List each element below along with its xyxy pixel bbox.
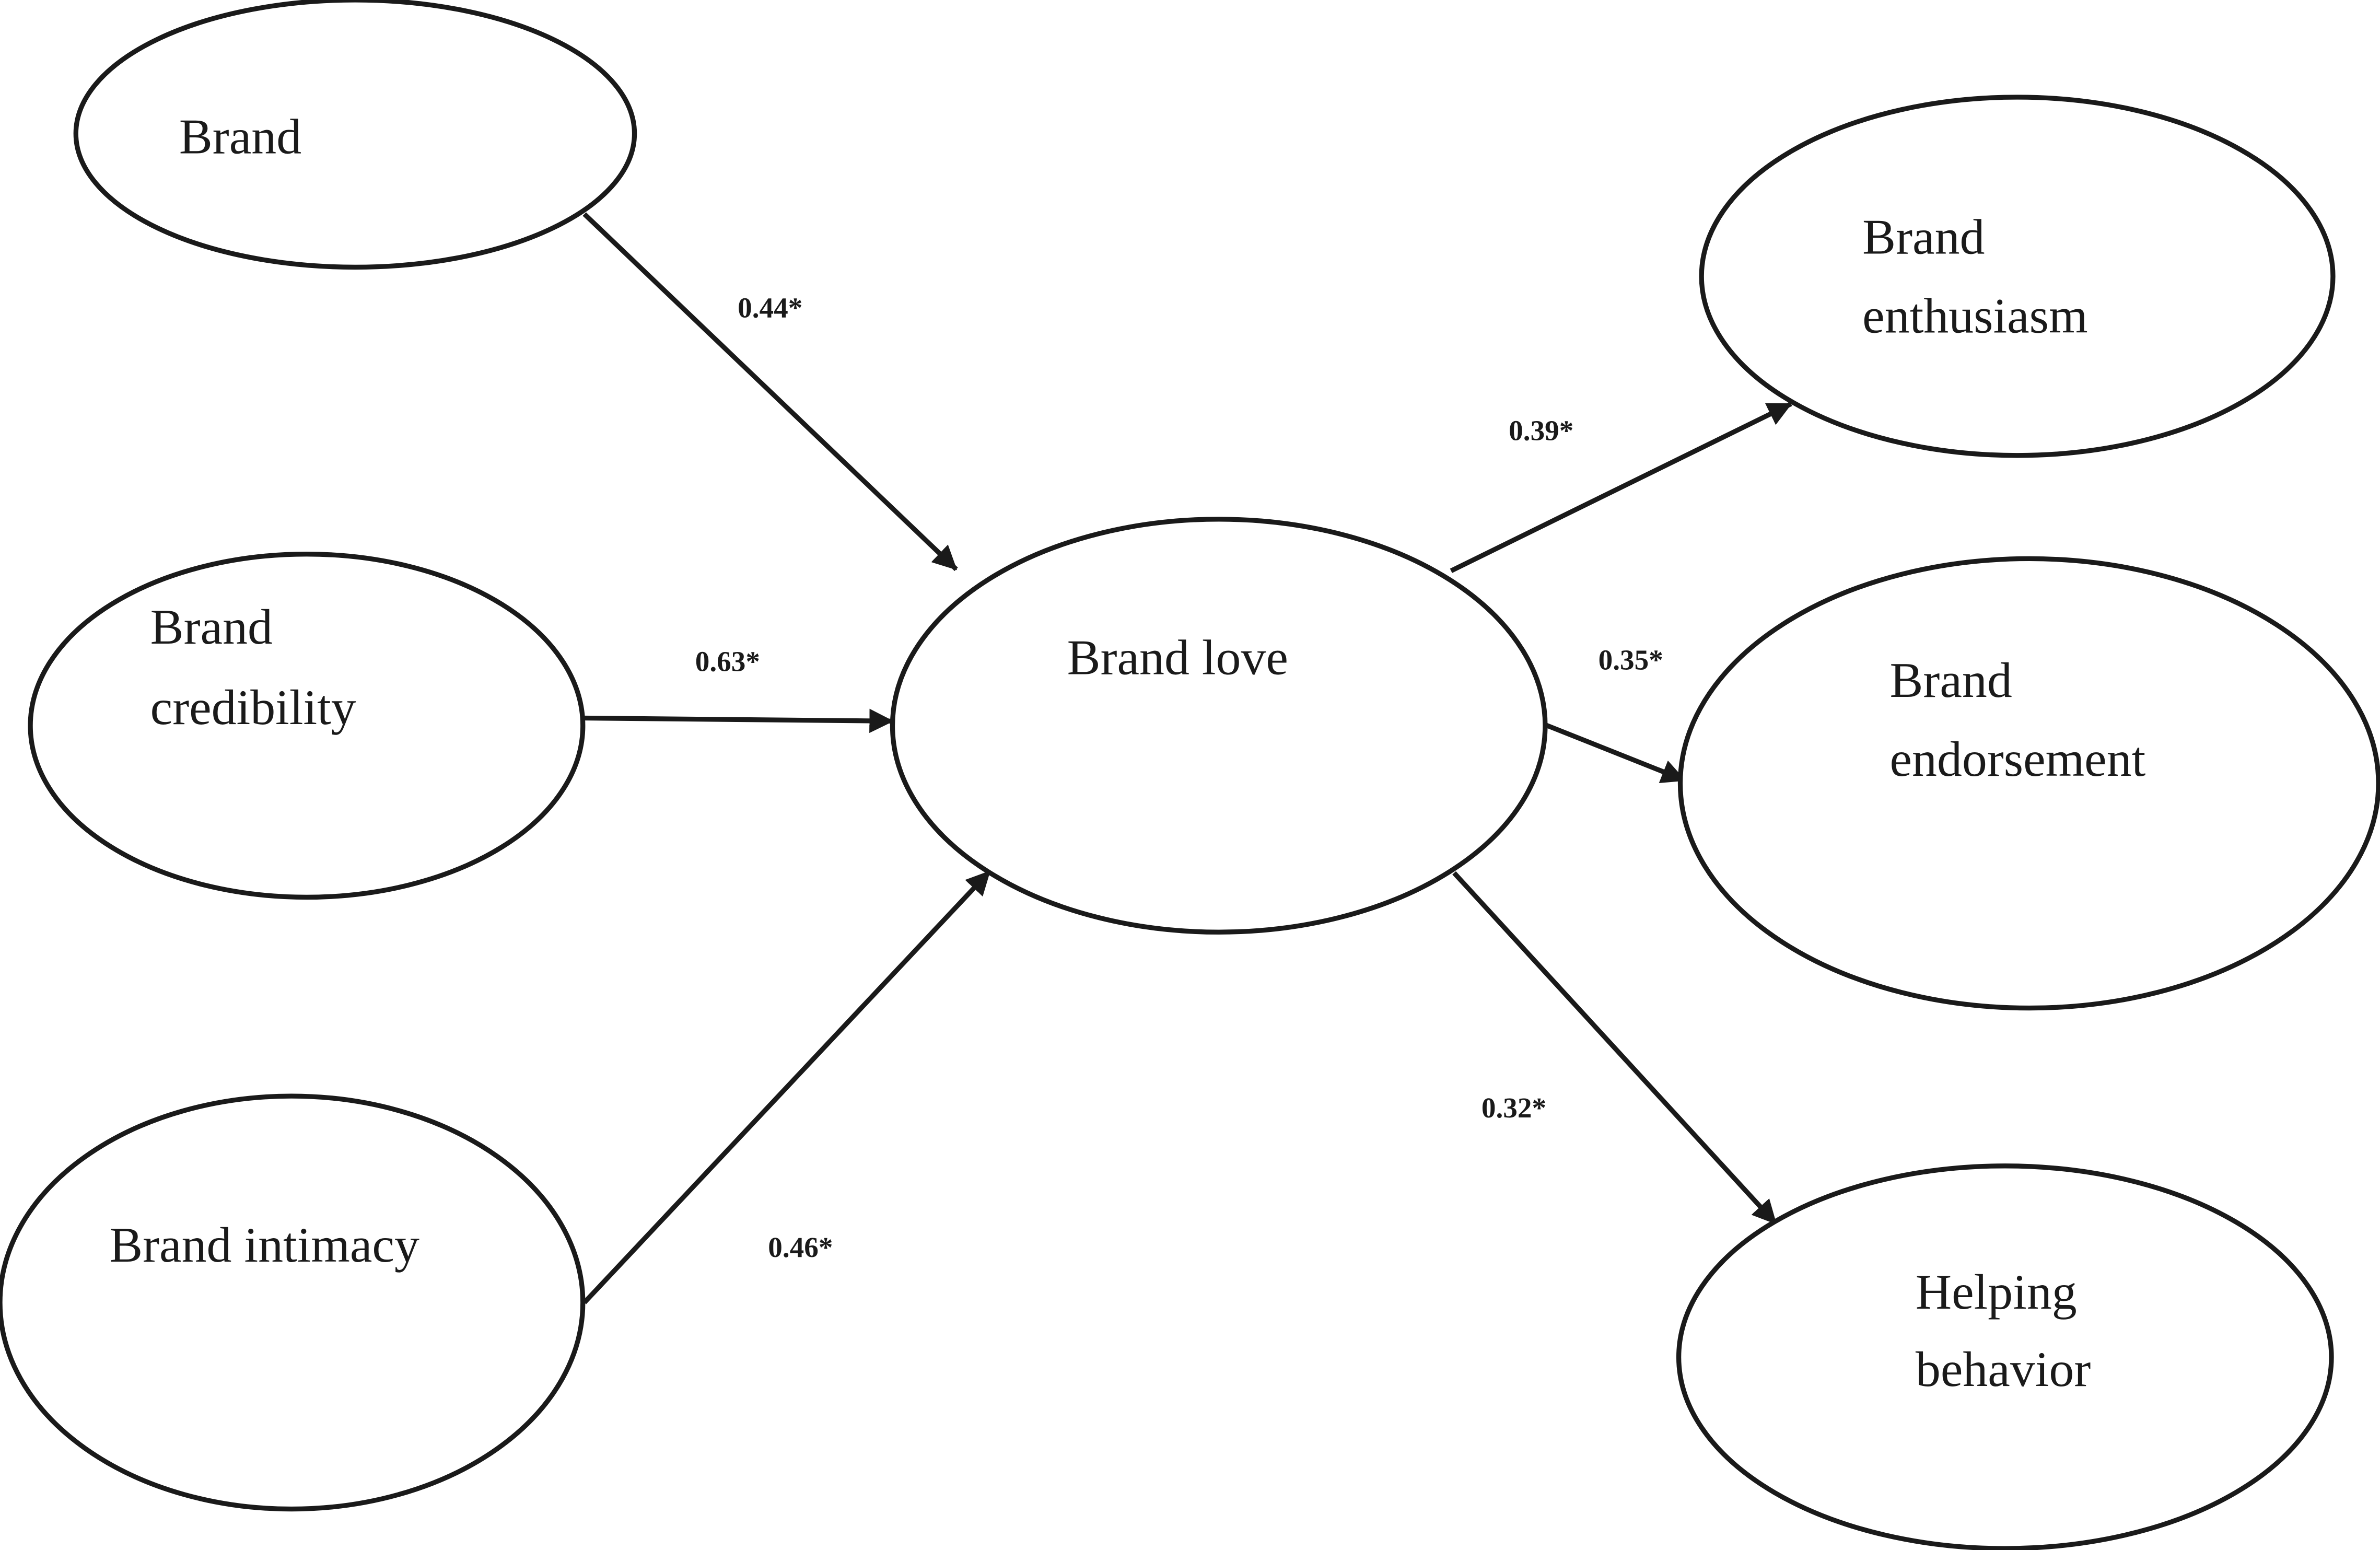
node-ellipse xyxy=(890,517,1548,935)
node-label: Brand xyxy=(179,109,301,164)
edge-coefficient-label: 0.35* xyxy=(1599,644,1663,676)
node-brand-love: Brand love xyxy=(890,517,1548,935)
node-ellipse xyxy=(1678,556,2380,1011)
edge-coefficient-label: 0.32* xyxy=(1481,1092,1546,1124)
edge-line xyxy=(582,212,958,572)
node-ellipse xyxy=(0,1093,586,1512)
edge-love-to-helping: 0.32* xyxy=(1452,871,1778,1226)
node-brand-endorsement: Brand endorsement xyxy=(1678,556,2380,1011)
node-label-line: Brand xyxy=(179,109,301,164)
node-helping-behavior: Helping behavior xyxy=(1676,1163,2334,1550)
node-label-line: behavior xyxy=(1916,1342,2091,1397)
node-label-line: endorsement xyxy=(1889,731,2145,787)
node-label: Brand love xyxy=(1067,630,1288,685)
edge-line xyxy=(582,869,991,1304)
node-brand-credibility: Brand credibility xyxy=(28,552,586,900)
edge-line xyxy=(1450,401,1792,573)
node-label: Brand endorsement xyxy=(1889,652,2145,787)
node-ellipse xyxy=(28,552,586,900)
node-label: Brand intimacy xyxy=(109,1217,419,1273)
edge-line xyxy=(1452,871,1778,1226)
edge-coefficient-label: 0.46* xyxy=(768,1231,833,1263)
node-label-line: credibility xyxy=(150,680,356,735)
edge-credibility-to-love: 0.63* xyxy=(584,645,894,733)
node-label: Helping behavior xyxy=(1916,1264,2091,1397)
node-label-line: Brand xyxy=(1889,652,2012,708)
node-brand-enthusiasm: Brand enthusiasm xyxy=(1699,95,2336,458)
edge-line xyxy=(584,708,894,733)
edge-coefficient-label: 0.63* xyxy=(695,645,760,677)
edge-brand-to-love: 0.44* xyxy=(582,212,958,572)
node-label-line: enthusiasm xyxy=(1862,288,2087,343)
node-brand: Brand xyxy=(73,0,637,270)
node-label: Brand enthusiasm xyxy=(1862,209,2087,343)
node-label-line: Brand xyxy=(1862,209,1985,264)
node-label-line: Helping xyxy=(1916,1264,2077,1320)
node-brand-intimacy: Brand intimacy xyxy=(0,1093,586,1512)
node-label: Brand credibility xyxy=(150,599,356,735)
edge-intimacy-to-love: 0.46* xyxy=(582,869,991,1304)
edge-coefficient-label: 0.39* xyxy=(1509,415,1573,447)
edge-love-to-endorsement: 0.35* xyxy=(1543,644,1686,783)
node-ellipse xyxy=(1676,1163,2334,1550)
edge-line xyxy=(1543,721,1686,783)
node-ellipse xyxy=(73,0,637,270)
node-label-line: Brand xyxy=(150,599,273,655)
edge-coefficient-label: 0.44* xyxy=(738,292,802,323)
edge-love-to-enthusiasm: 0.39* xyxy=(1450,401,1792,573)
node-label-line: Brand intimacy xyxy=(109,1217,419,1273)
node-label-line: Brand love xyxy=(1067,630,1288,685)
node-ellipse xyxy=(1699,95,2336,458)
